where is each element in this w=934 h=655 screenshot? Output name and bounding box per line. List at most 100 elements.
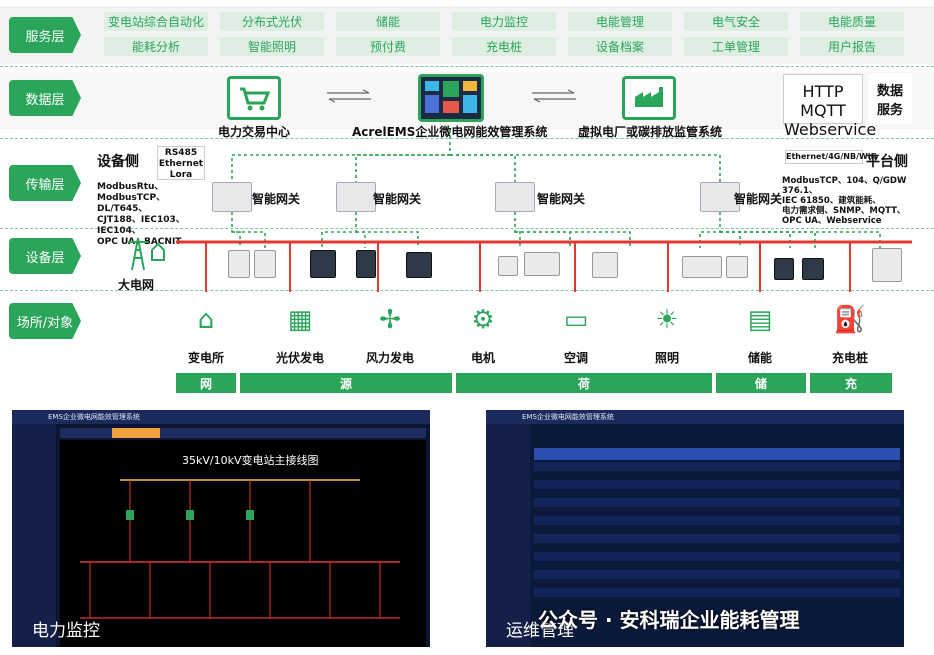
app-title: EMS企业微电网能效管理系统: [522, 413, 614, 421]
site-label: 风力发电: [365, 351, 414, 365]
diagram-title: 35kV/10kV变电站主接线图: [182, 454, 319, 467]
service-chip: 电气安全: [684, 12, 788, 31]
gateway-label: 智能网关: [252, 192, 301, 206]
service-chip: 预付费: [336, 37, 440, 56]
app-header: [486, 410, 904, 424]
site-label: 空调: [563, 351, 588, 365]
gateway-device-icon: [700, 182, 740, 212]
device-side-title: 设备侧: [97, 154, 139, 170]
site-label: 照明: [654, 351, 679, 365]
meter-device-icon: [726, 256, 748, 278]
service-chip: 工单管理: [684, 37, 788, 56]
site-label: 储能: [747, 351, 772, 365]
active-tab: [112, 428, 160, 438]
wind-turbine-icon: ✢: [379, 305, 401, 335]
service-chip: 用户报告: [800, 37, 904, 56]
exchange-arrows-icon: [325, 88, 373, 103]
lightbulb-icon: ☀: [655, 305, 679, 335]
divider: [0, 228, 934, 229]
platform-media-box: Ethernet/4G/NB/Wifi: [785, 150, 877, 164]
site-label: 充电桩: [831, 351, 868, 365]
substation-icon: ⌂: [197, 305, 215, 335]
power-monitoring-screenshot: EMS企业微电网能效管理系统 35kV/10kV变电站主接线图 电力监控: [12, 410, 430, 647]
single-line-diagram: [80, 479, 400, 619]
service-chip: 电能质量: [800, 12, 904, 31]
power-bus: [176, 240, 912, 292]
meter-device-icon: [228, 250, 250, 278]
cart-monitor-icon: [227, 76, 281, 120]
ems-dashboard-monitor-icon: [418, 74, 484, 122]
virtual-power-plant-label: 虚拟电厂或碳排放监管系统: [578, 125, 723, 139]
protocols-box: HTTP MQTT Webservice: [783, 74, 876, 139]
meter-device-icon: [592, 252, 618, 278]
grid-label: 大电网: [118, 278, 155, 292]
meter-device-icon: [682, 256, 722, 278]
meter-device-icon: [356, 250, 376, 278]
layer-label-transport: 传输层: [9, 165, 81, 201]
site-label: 变电所: [187, 351, 224, 365]
gateway-label: 智能网关: [734, 192, 783, 206]
sidebar: [486, 424, 530, 647]
solar-panel-icon: ▦: [287, 305, 313, 335]
divider: [0, 290, 934, 291]
app-header: [12, 410, 430, 424]
category-source: 源: [240, 373, 452, 393]
gateway-label: 智能网关: [537, 192, 586, 206]
sidebar: [12, 424, 56, 647]
layer-label-site: 场所/对象: [9, 303, 81, 339]
table-header: [534, 448, 900, 460]
service-chip: 电力监控: [452, 12, 556, 31]
wechat-watermark: 公众号 · 安科瑞企业能耗管理: [538, 608, 800, 632]
category-storage: 储: [716, 373, 806, 393]
meter-device-icon: [254, 250, 276, 278]
gateway-device-icon: [212, 182, 252, 212]
gateway-device-icon: [336, 182, 376, 212]
device-media-box: RS485 Ethernet Lora: [157, 146, 205, 180]
category-load: 荷: [456, 373, 712, 393]
ev-charger-icon: ⛽: [833, 305, 867, 335]
data-service-box: 数据 服务: [868, 74, 912, 124]
left-caption: 电力监控: [32, 621, 100, 641]
diagram-canvas: [60, 440, 426, 647]
layer-label-service: 服务层: [9, 17, 81, 53]
power-trading-center-label: 电力交易中心: [218, 125, 291, 139]
meter-device-icon: [802, 258, 824, 280]
tab-bar: [60, 428, 426, 438]
motor-icon: ⚙: [471, 305, 495, 335]
category-charging: 充: [810, 373, 892, 393]
service-chip: 储能: [336, 12, 440, 31]
transmission-tower-icon: [118, 232, 168, 272]
meter-device-icon: [498, 256, 518, 276]
platform-protocols: ModbusTCP、104、Q/GDW 376.1、 IEC 61850、建筑能…: [782, 176, 907, 226]
meter-device-icon: [774, 258, 794, 280]
platform-side-title: 平台侧: [866, 154, 908, 170]
data-table: [534, 462, 900, 597]
service-chip: 智能照明: [220, 37, 324, 56]
meter-device-icon: [524, 252, 560, 276]
right-caption: 运维管理: [506, 621, 574, 641]
divider: [0, 66, 934, 67]
charger-device-icon: [872, 248, 902, 282]
site-label: 电机: [470, 351, 495, 365]
service-chip: 充电桩: [452, 37, 556, 56]
meter-device-icon: [310, 250, 336, 278]
divider: [0, 138, 934, 139]
service-chip: 能耗分析: [104, 37, 208, 56]
service-chip: 分布式光伏: [220, 12, 324, 31]
factory-monitor-icon: [622, 76, 676, 120]
operations-management-screenshot: EMS企业微电网能效管理系统 运维管理: [486, 410, 904, 647]
battery-storage-icon: ▤: [747, 305, 773, 335]
layer-label-data: 数据层: [9, 80, 81, 116]
service-chip: 电能管理: [568, 12, 672, 31]
service-chip: 设备档案: [568, 37, 672, 56]
meter-device-icon: [406, 252, 432, 278]
air-conditioner-icon: ▭: [563, 305, 589, 335]
gateway-label: 智能网关: [373, 192, 422, 206]
layer-label-device: 设备层: [9, 238, 81, 274]
app-title: EMS企业微电网能效管理系统: [48, 413, 140, 421]
service-chip: 变电站综合自动化: [104, 12, 208, 31]
device-protocols: ModbusRtu、 ModbusTCP、DL/T645、 CJT188、IEC…: [97, 182, 185, 247]
exchange-arrows-icon: [530, 88, 578, 103]
site-label: 光伏发电: [275, 351, 324, 365]
category-grid: 网: [176, 373, 236, 393]
